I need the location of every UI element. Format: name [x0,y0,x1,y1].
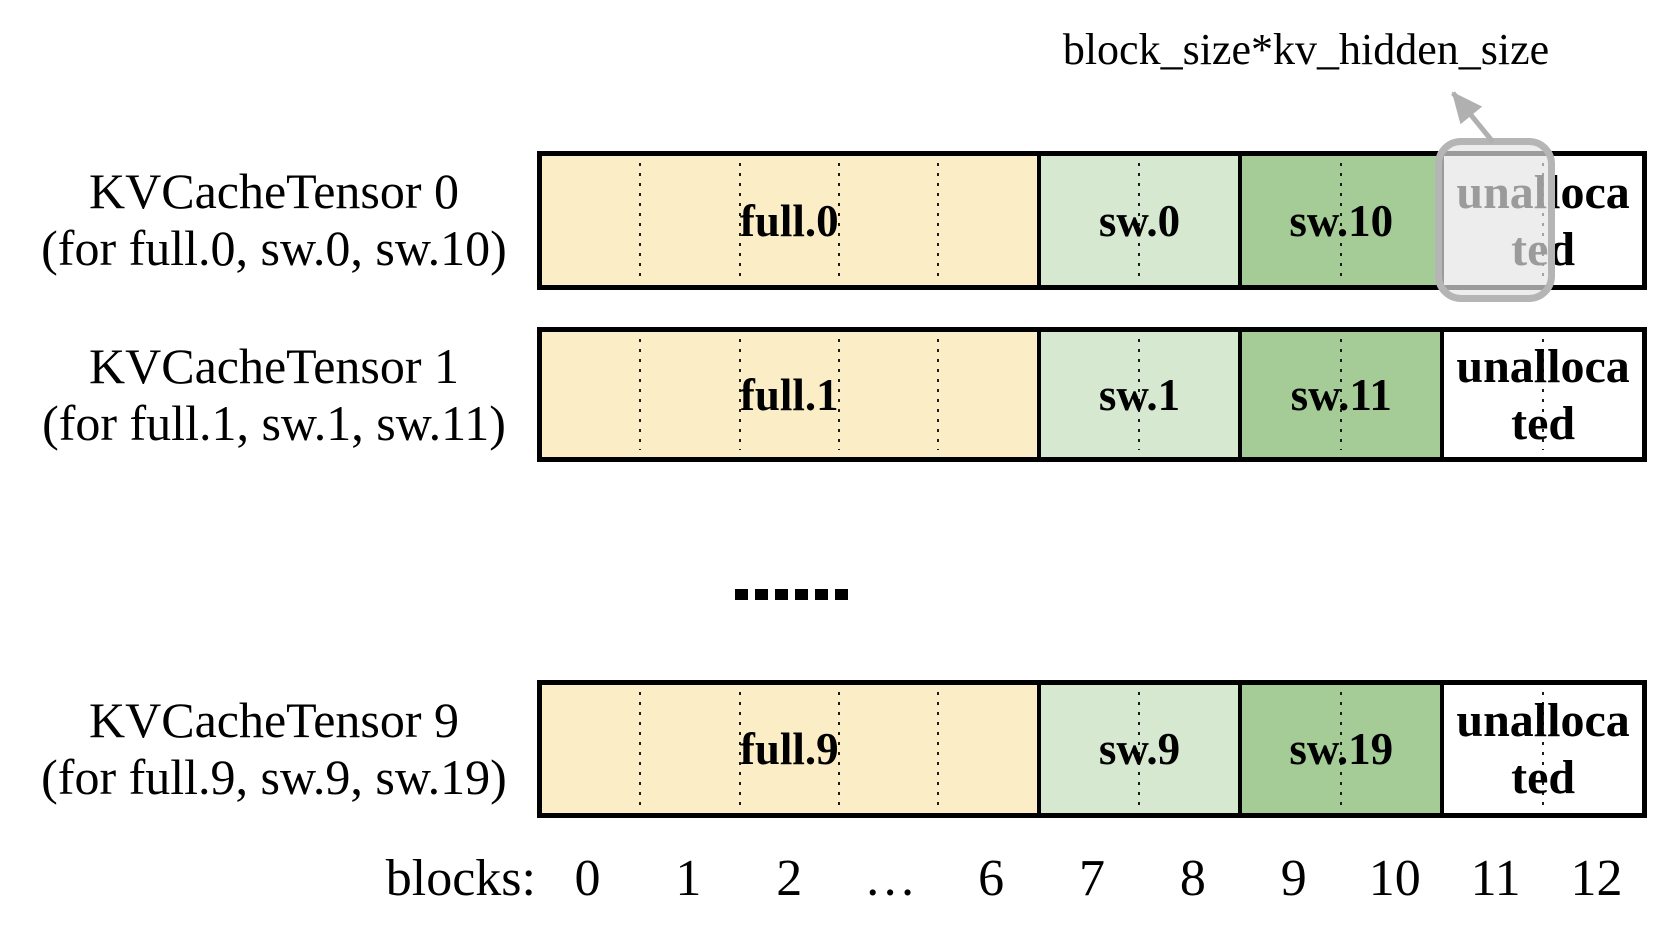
tensor-0-subtitle: (for full.0, sw.0, sw.10) [41,220,507,276]
block-divider-dotted [1138,339,1141,450]
tensor-1-unallocated-segment: unalloca ted [1440,332,1642,457]
tensor-1-sw-segment: sw.1 [1036,332,1239,457]
block-divider-dotted [639,692,642,806]
block-divider-dotted [1340,692,1343,806]
block-cell [542,685,639,813]
tensor-9-full-segment: full.9 [542,685,1037,813]
block-cell [1242,332,1340,457]
tensor-0-sw-segment: sw.0 [1036,156,1239,285]
ellipsis-dot [835,589,848,600]
block-cell [542,332,639,457]
tensor-9-label: KVCacheTensor 9 (for full.9, sw.9, sw.19… [18,692,530,806]
block-cell [840,685,937,813]
block-divider-dotted [738,339,741,450]
axis-tick: 11 [1470,850,1521,907]
block-cell [542,156,639,285]
block-cell [1242,685,1340,813]
block-cell [1140,156,1238,285]
block-cell [840,332,937,457]
block-cell [1444,685,1542,813]
block-cell [1544,332,1642,457]
tensor-0-full-segment: full.0 [542,156,1037,285]
axis-tick: 9 [1280,850,1307,907]
block-divider-dotted [738,692,741,806]
block-cell [1242,156,1340,285]
tensor-1-full-segment: full.1 [542,332,1037,457]
axis-tick: 1 [675,850,702,907]
block-divider-dotted [1542,339,1545,450]
block-divider-dotted [1340,339,1343,450]
tensor-1-label: KVCacheTensor 1 (for full.1, sw.1, sw.11… [18,338,530,452]
block-divider-dotted [937,339,940,450]
tensor-9-sw-second-segment: sw.19 [1238,685,1441,813]
block-size-annotation-label: block_size*kv_hidden_size [1062,25,1550,74]
block-cell [939,332,1036,457]
tensor-1-sw-second-segment: sw.11 [1238,332,1441,457]
block-cell [840,156,937,285]
tensor-9-title: KVCacheTensor 9 [89,692,459,748]
ellipsis-dot [755,589,768,600]
ellipsis-dot [775,589,788,600]
block-cell [1544,685,1642,813]
block-divider-dotted [837,339,840,450]
block-cell [1140,332,1238,457]
block-cell [1041,156,1139,285]
tensor-9-subtitle: (for full.9, sw.9, sw.19) [41,749,507,805]
block-cell [741,332,838,457]
block-cell [641,156,738,285]
block-divider-dotted [1138,692,1141,806]
block-cell [1342,685,1440,813]
block-cell [1342,332,1440,457]
block-cell [641,332,738,457]
blocks-axis-ticks: 0 1 2 … 6 7 8 9 10 11 12 [537,849,1647,909]
rows-ellipsis [735,589,848,600]
ellipsis-dot [735,589,748,600]
block-cell [939,156,1036,285]
highlight-box [1435,138,1555,302]
block-cell [1342,156,1440,285]
block-divider-dotted [1340,163,1343,278]
tensor-1-bar: full.1 sw.1 sw.11 unalloca ted [537,327,1647,462]
ellipsis-dot [815,589,828,600]
block-cell [1140,685,1238,813]
tensor-0-sw-second-segment: sw.10 [1238,156,1441,285]
block-cell [1544,156,1642,285]
block-cell [1444,332,1542,457]
tensor-9-sw-segment: sw.9 [1036,685,1239,813]
block-divider-dotted [738,163,741,278]
tensor-0-title: KVCacheTensor 0 [89,163,459,219]
block-cell [641,685,738,813]
block-cell [939,685,1036,813]
axis-tick: 6 [978,850,1005,907]
tensor-9-bar: full.9 sw.9 sw.19 unalloca ted [537,680,1647,818]
block-cell [741,156,838,285]
block-divider-dotted [1138,163,1141,278]
block-cell [1041,332,1139,457]
axis-tick: 2 [776,850,803,907]
blocks-axis-label: blocks: [385,850,536,907]
axis-tick: 8 [1179,850,1206,907]
block-divider-dotted [837,692,840,806]
axis-tick: 10 [1368,850,1421,907]
block-divider-dotted [639,339,642,450]
axis-tick: … [864,850,917,907]
block-divider-dotted [1542,692,1545,806]
tensor-0-label: KVCacheTensor 0 (for full.0, sw.0, sw.10… [18,163,530,277]
axis-tick: 12 [1570,850,1623,907]
tensor-1-subtitle: (for full.1, sw.1, sw.11) [42,395,506,451]
block-divider-dotted [639,163,642,278]
block-cell [741,685,838,813]
block-divider-dotted [937,692,940,806]
axis-tick: 0 [574,850,601,907]
block-divider-dotted [837,163,840,278]
block-divider-dotted [937,163,940,278]
axis-tick: 7 [1078,850,1105,907]
ellipsis-dot [795,589,808,600]
tensor-1-title: KVCacheTensor 1 [89,338,459,394]
tensor-9-unallocated-segment: unalloca ted [1440,685,1642,813]
block-cell [1041,685,1139,813]
